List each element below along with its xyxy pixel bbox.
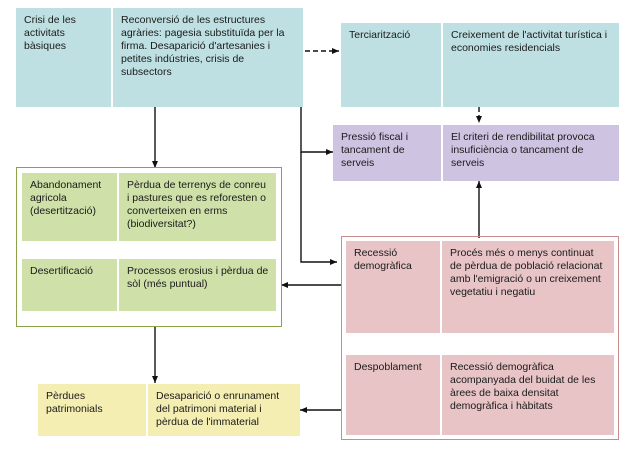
box-proces-perdua-poblacio: Procés més o menys continuat de pèrdua d…: [442, 241, 614, 333]
box-reconversio: Reconversió de les estructures agràries:…: [113, 8, 303, 107]
box-abandonament-agricola: Abandonament agricola (desertització): [22, 173, 117, 241]
box-criteri-rendibilitat: El criteri de rendibilitat provoca insuf…: [443, 125, 619, 181]
box-desertificacio: Desertificació: [22, 259, 117, 311]
box-perdua-terrenys: Pèrdua de terrenys de conreu i pastures …: [119, 173, 276, 241]
box-creixement: Creixement de l'activitat turística i ec…: [443, 23, 619, 107]
box-despoblament: Despoblament: [346, 355, 440, 435]
green-group-frame: [16, 167, 282, 327]
box-recessio-demografica: Recessió demogràfica: [346, 241, 440, 333]
box-recessio-acompanyada: Recessió demogràfica acompanyada del bui…: [442, 355, 614, 435]
pink-group-frame: [341, 236, 619, 440]
box-terciaritzacio: Terciarització: [341, 23, 441, 107]
box-crisi: Crisi de les activitats bàsiques: [16, 8, 111, 107]
box-processos-erosius: Processos erosius i pèrdua de sòl (més p…: [119, 259, 276, 311]
box-desaparicio-patrimoni: Desaparició o enrunament del patrimoni m…: [148, 384, 300, 436]
box-pressio-fiscal: Pressió fiscal i tancament de serveis: [333, 125, 441, 181]
box-perdues-patrimonials: Pèrdues patrimonials: [38, 384, 146, 436]
